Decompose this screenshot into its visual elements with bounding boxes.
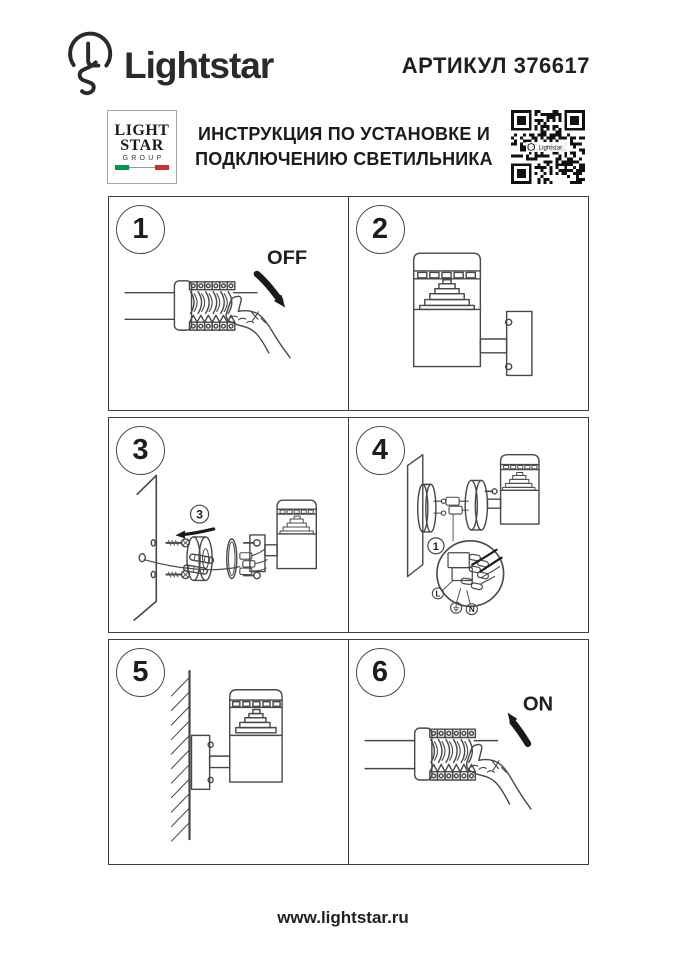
document-title: ИНСТРУКЦИЯ ПО УСТАНОВКЕ И ПОДКЛЮЧЕНИЮ СВ… [177,122,511,172]
bracket-arm [486,498,501,509]
callout-circle-1 [426,537,445,555]
mounting-plate [190,734,211,791]
brand-logo: Lightstar [62,29,274,103]
breaker-bottom-terminals [428,770,476,781]
group-logo-word3: GROUP [122,155,165,163]
wiring-illustration: 1 L N [406,453,540,616]
brand-name: Lightstar [124,45,274,86]
step-6-number: 6 [355,648,405,697]
label-leaders [441,580,471,605]
mounting-cup [186,536,213,582]
grid-row-1: 1 [108,196,589,411]
gasket-ring [226,538,238,580]
bracket-arm [479,338,507,354]
plate-screw [484,488,498,495]
breaker-bottom-terminals [188,321,236,331]
step-4-panel: 4 [349,418,589,632]
vent-slits [232,700,281,708]
on-label: ON [522,692,552,715]
off-arrow [253,270,284,304]
breaker-top-terminals [428,728,476,739]
step-5-panel: 5 [109,640,349,864]
step-4-number: 4 [355,426,405,475]
lightstar-bulb-icon [68,31,113,96]
mounted-lamp-illustration [170,669,283,842]
step-2-number: 2 [355,205,405,254]
breaker-top-terminals [188,281,236,291]
step-1-number: 1 [116,205,165,254]
wall-screw-1 [165,538,191,548]
vent-slits [416,271,476,279]
wall-lamp-illustration [412,252,533,377]
lamp-mini [499,453,540,525]
earth-icon [452,604,459,612]
wall-anchor-1 [188,553,215,564]
qr-code: Lightstar [511,110,585,184]
step-3-panel: 3 [109,418,349,632]
supply-cable [143,559,241,571]
connector-cluster [444,496,469,515]
black-wires [470,548,503,573]
italian-flag-stripe [115,165,169,171]
round-plate [464,479,488,531]
hand-illustration [465,743,532,810]
callout-3-label: 3 [196,508,203,522]
mounting-plate [505,310,533,377]
step-2-panel: 2 [349,197,589,410]
website-url: www.lightstar.ru [277,908,409,927]
lightstar-group-logo: LIGHT STAR GROUP [107,110,177,184]
wall-hatching [170,676,191,842]
bracket-arm [208,755,231,769]
stepped-reflector [235,708,277,734]
terminal-L-circle [431,587,444,600]
on-arrow [508,718,531,748]
machine-screw-1 [242,538,261,547]
step-6-panel: 6 [349,640,589,864]
header: Lightstar АРТИКУЛ 376617 [62,30,590,102]
machine-screw-2 [242,571,261,580]
stepped-reflector [418,279,475,311]
terminal-N-circle [465,603,478,616]
wall-anchor-2 [182,564,209,575]
earth-symbol-circle [449,601,462,614]
wire-connector [239,548,268,576]
article-number: АРТИКУЛ 376617 [401,53,590,78]
wall-screw-2 [165,569,191,580]
title-line-1: ИНСТРУКЦИЯ ПО УСТАНОВКЕ И [198,123,490,144]
power-on-illustration: ON [363,692,553,810]
title-line-2: ПОДКЛЮЧЕНИЮ СВЕТИЛЬНИКА [195,149,493,169]
group-logo-word2: STAR [120,136,164,154]
grid-row-2: 3 [108,417,589,633]
step-1-panel: 1 [109,197,349,410]
wall-mounting-illustration: 3 [133,474,318,621]
step-5-number: 5 [116,648,165,697]
direction-arrow [182,527,216,536]
wall-edge [133,474,158,621]
off-label: OFF [267,247,307,269]
subheader: LIGHT STAR GROUP ИНСТРУКЦИЯ ПО УСТАНОВКЕ… [107,108,585,186]
hand-illustration [225,295,291,359]
terminal-N-label: N [468,605,474,614]
lamp-mini [249,499,318,573]
wall-edge [406,453,423,578]
qr-caption: Lightstar [539,144,562,151]
grid-row-3: 5 [108,639,589,865]
group-logo-word1: LIGHT [114,121,170,139]
terminal-L-label: L [435,589,440,598]
instruction-grid: 1 [108,196,589,865]
power-off-illustration: OFF [124,247,307,359]
mounting-cup [416,483,437,533]
step-3-number: 3 [116,426,165,475]
callout-1-label: 1 [432,541,438,553]
callout-circle-3 [189,504,210,524]
